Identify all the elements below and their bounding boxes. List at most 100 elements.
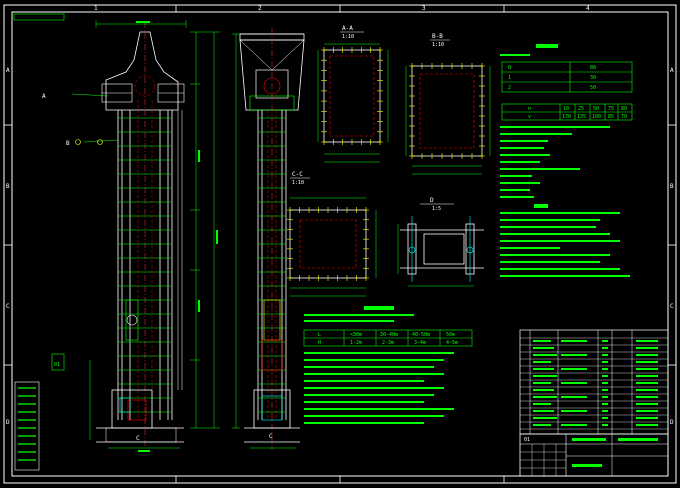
speed-row-0: v	[528, 114, 531, 120]
note-text-line	[304, 314, 414, 316]
parts-cell-text	[636, 347, 658, 349]
elevation-label-a: A	[42, 93, 46, 100]
parts-cell-text	[602, 396, 608, 398]
spacing-header-0: L	[318, 332, 321, 338]
side-label-c: C	[269, 433, 273, 440]
note-text-line	[500, 240, 620, 242]
speed-row-3: 100	[592, 114, 601, 120]
parts-cell-text	[602, 375, 608, 377]
parts-cell-text	[533, 389, 554, 391]
parts-cell-text	[533, 375, 557, 377]
capacity-row-2-label: 2	[508, 85, 511, 91]
parts-cell-text	[636, 417, 658, 419]
detail-d-view: D 1:5	[397, 197, 484, 287]
zone-top-4: 4	[586, 5, 590, 12]
notes-heading-bar-2	[534, 204, 548, 208]
zone-side-a-right: A	[670, 67, 674, 74]
note-text-line	[500, 261, 600, 263]
zone-side-d: D	[6, 419, 10, 426]
title-code-bar	[618, 438, 658, 441]
parts-list-table	[519, 329, 669, 435]
parts-cell-text	[533, 361, 551, 363]
parts-cell-text	[533, 340, 551, 342]
parts-cell-text	[602, 361, 608, 363]
zone-side-a: A	[6, 67, 10, 74]
note-text-line	[304, 422, 424, 424]
note-text-line	[500, 133, 572, 135]
left-legend-strip	[14, 381, 40, 471]
spacing-row-0: H	[318, 340, 321, 346]
section-c-scale: 1:10	[292, 180, 304, 186]
parts-cell-text	[602, 389, 608, 391]
note-text-line	[500, 126, 610, 128]
note-text-line	[500, 196, 534, 198]
parts-cell-text	[636, 424, 658, 426]
parts-cell-text	[602, 354, 608, 356]
parts-cell-text	[533, 368, 554, 370]
section-b-title: B-B	[432, 33, 443, 40]
note-text-line	[500, 168, 580, 170]
elevation-label-c: C	[136, 435, 140, 442]
parts-cell-text	[561, 340, 587, 342]
parts-cell-text	[602, 347, 608, 349]
note-text-line	[304, 373, 444, 375]
technical-notes-block: Q 80 1 30 2 50 n 10 25 50 75 80 v 170 13…	[500, 44, 633, 277]
zone-top-3: 3	[422, 5, 426, 12]
note-text-line	[500, 161, 540, 163]
parts-cell-text	[636, 396, 658, 398]
capacity-header-0: Q	[508, 65, 511, 71]
spacing-row-3: 3-4m	[414, 340, 426, 346]
note-text-line	[500, 219, 600, 221]
zone-side-c: C	[6, 303, 10, 310]
spacing-row-1: 1-2m	[350, 340, 362, 346]
zone-side-c-right: C	[670, 303, 674, 310]
parts-cell-text	[602, 368, 608, 370]
note-text-line	[500, 140, 548, 142]
section-a-scale: 1:10	[342, 34, 354, 40]
installation-notes-block: L <30m 30-40m 40-50m 50m H 1-2m 2-3m 3-4…	[303, 306, 473, 424]
parts-cell-text	[636, 361, 658, 363]
speed-header-0: n	[528, 106, 531, 112]
parts-cell-text	[602, 403, 608, 405]
note-text-line	[304, 408, 454, 410]
speed-header-1: 10	[563, 106, 569, 112]
detail-d-title: D	[430, 197, 434, 204]
note-text-line	[500, 254, 610, 256]
note-text-line	[304, 380, 424, 382]
note-text-line	[304, 401, 424, 403]
speed-row-1: 170	[562, 114, 571, 120]
detail-d-scale: 1:5	[432, 206, 441, 212]
note-text-line	[500, 54, 530, 56]
spacing-row-2: 2-3m	[382, 340, 394, 346]
parts-cell-text	[533, 417, 557, 419]
parts-cell-text	[602, 382, 608, 384]
speed-header-4: 75	[608, 106, 614, 112]
parts-cell-text	[561, 396, 587, 398]
parts-cell-text	[636, 368, 658, 370]
note-text-line	[304, 387, 444, 389]
parts-cell-text	[561, 368, 587, 370]
note-text-line	[500, 233, 610, 235]
parts-cell-text	[533, 424, 551, 426]
spacing-header-2: 30-40m	[380, 332, 398, 338]
title-company-bar	[572, 464, 602, 467]
speed-table: n 10 25 50 75 80 v 170 135 100 85 70	[501, 103, 633, 121]
zone-labels: 1 2 3 4 A B C D A B C D	[6, 5, 674, 426]
zone-top-2: 2	[258, 5, 262, 12]
elevation-label-b: B	[66, 140, 70, 147]
speed-row-4: 85	[608, 114, 614, 120]
note-text-line	[500, 189, 530, 191]
section-a-title: A-A	[342, 25, 353, 32]
speed-row-2: 135	[577, 114, 586, 120]
section-c-view: C-C 1:10	[287, 171, 377, 297]
parts-cell-text	[636, 403, 658, 405]
note-text-line	[500, 226, 596, 228]
capacity-row-1-value: 30	[590, 75, 596, 81]
note-text-line	[500, 275, 630, 277]
elevation-label-01: 01	[54, 362, 60, 368]
parts-cell-text	[561, 424, 587, 426]
parts-cell-text	[602, 340, 608, 342]
parts-cell-text	[602, 424, 608, 426]
